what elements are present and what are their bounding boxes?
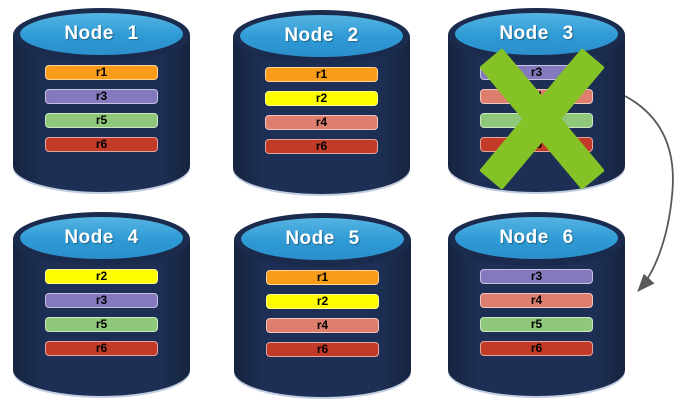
record-bar: r6 xyxy=(480,137,593,152)
node-title: Node 1 xyxy=(64,23,139,44)
record-label: r2 xyxy=(316,294,329,308)
database-cylinder-top: Node 6 xyxy=(448,212,625,266)
record-label: r6 xyxy=(530,137,543,151)
database-cylinder-top: Node 5 xyxy=(234,213,411,267)
record-label: r4 xyxy=(315,115,328,129)
record-bar: r1 xyxy=(266,270,379,285)
record-label: r1 xyxy=(95,65,108,79)
record-label: r6 xyxy=(315,139,328,153)
record-bar: r3 xyxy=(45,293,158,308)
record-bar: r6 xyxy=(45,341,158,356)
record-label: r4 xyxy=(530,293,543,307)
record-bar: r4 xyxy=(266,318,379,333)
record-label: r5 xyxy=(530,113,543,127)
database-cylinder-top: Node 4 xyxy=(13,212,190,266)
node-title: Node 4 xyxy=(64,227,139,248)
record-bar: r2 xyxy=(45,269,158,284)
record-label: r5 xyxy=(95,113,108,127)
record-label: r5 xyxy=(530,317,543,331)
record-bar: r6 xyxy=(480,341,593,356)
record-label: r4 xyxy=(530,89,543,103)
node-4: Node 4 r2 r3 r5 r6 xyxy=(13,212,190,396)
record-label: r3 xyxy=(530,65,543,79)
record-label: r6 xyxy=(316,342,329,356)
record-bar: r5 xyxy=(45,113,158,128)
record-bar: r6 xyxy=(45,137,158,152)
record-label: r2 xyxy=(95,269,108,283)
record-label: r6 xyxy=(95,341,108,355)
node-6: Node 6 r3 r4 r5 r6 xyxy=(448,212,625,396)
record-label: r4 xyxy=(316,318,329,332)
record-label: r5 xyxy=(95,317,108,331)
record-bar: r6 xyxy=(265,139,378,154)
database-cylinder-top: Node 1 xyxy=(13,8,190,62)
record-bar: r4 xyxy=(480,89,593,104)
database-cylinder-top: Node 2 xyxy=(233,10,410,64)
record-label: r3 xyxy=(95,293,108,307)
record-label: r1 xyxy=(316,270,329,284)
record-label: r2 xyxy=(315,91,328,105)
node-3: Node 3 r3 r4 r5 r6 xyxy=(448,8,625,192)
node-5: Node 5 r1 r2 r4 r6 xyxy=(234,213,411,397)
record-label: r6 xyxy=(95,137,108,151)
record-bar: r5 xyxy=(480,317,593,332)
record-bar: r3 xyxy=(45,89,158,104)
database-cylinder-top: Node 3 xyxy=(448,8,625,62)
record-label: r6 xyxy=(530,341,543,355)
node-title: Node 5 xyxy=(285,228,360,249)
record-bar: r4 xyxy=(265,115,378,130)
record-bar: r5 xyxy=(480,113,593,128)
record-bar: r2 xyxy=(265,91,378,106)
record-bar: r2 xyxy=(266,294,379,309)
record-bar: r6 xyxy=(266,342,379,357)
node-2: Node 2 r1 r2 r4 r6 xyxy=(233,10,410,194)
node-title: Node 2 xyxy=(284,25,359,46)
record-bar: r5 xyxy=(45,317,158,332)
record-bar: r1 xyxy=(45,65,158,80)
record-bar: r3 xyxy=(480,269,593,284)
node-1: Node 1 r1 r3 r5 r6 xyxy=(13,8,190,192)
record-bar: r3 xyxy=(480,65,593,80)
record-label: r3 xyxy=(95,89,108,103)
record-label: r3 xyxy=(530,269,543,283)
record-label: r1 xyxy=(315,67,328,81)
node-title: Node 6 xyxy=(499,227,574,248)
record-bar: r4 xyxy=(480,293,593,308)
record-bar: r1 xyxy=(265,67,378,82)
node-title: Node 3 xyxy=(499,23,574,44)
